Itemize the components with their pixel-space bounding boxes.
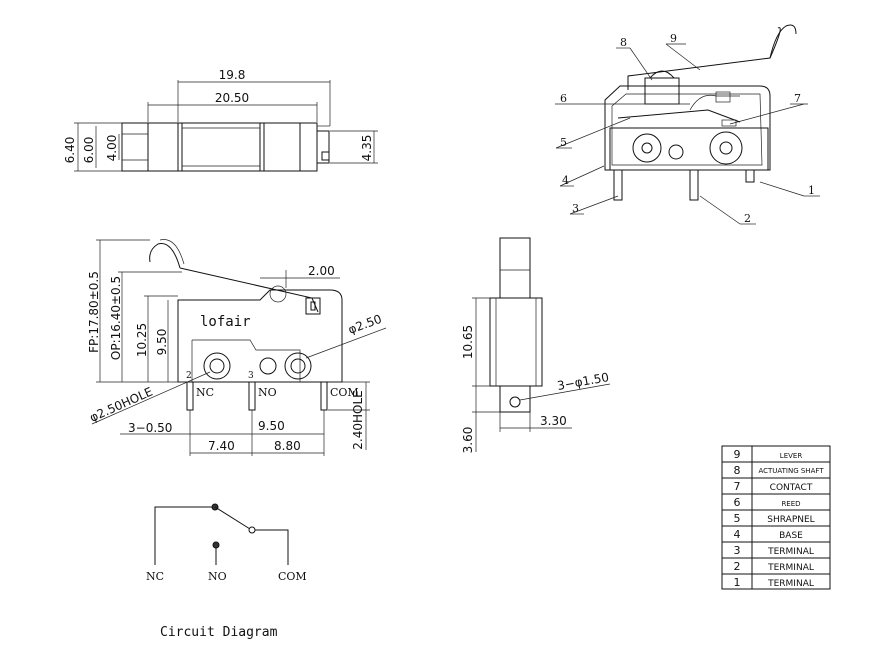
parts-row: 6 REED (734, 496, 801, 509)
callout-4: 4 (562, 174, 569, 187)
pin-label-no: NO (258, 386, 277, 399)
part-num: 3 (734, 544, 741, 557)
part-num: 4 (734, 528, 741, 541)
part-num: 7 (734, 480, 741, 493)
part-name: LEVER (780, 452, 803, 460)
parts-row: 7 CONTACT (734, 480, 813, 493)
dim-2-40-hole: 2.40HOLE (351, 390, 365, 449)
callout-2: 2 (744, 212, 751, 225)
dim-fp: FP:17.80±0.5 (87, 271, 101, 353)
part-name: SHRAPNEL (767, 515, 814, 525)
part-name: REED (781, 500, 800, 508)
dim-6-00: 6.00 (82, 137, 96, 164)
callout-8: 8 (620, 36, 627, 49)
part-name: TERMINAL (767, 563, 814, 573)
dim-phi-2-50: φ2.50 (346, 312, 383, 337)
pin-num-3: 3 (248, 371, 254, 381)
part-num: 2 (734, 560, 741, 573)
callout-5: 5 (560, 136, 567, 149)
circuit-diagram: NC NO COM Circuit Diagram (146, 503, 307, 640)
pin-num-2: 2 (186, 371, 192, 381)
callout-6: 6 (560, 92, 567, 105)
part-num: 8 (734, 464, 741, 477)
exploded-view: 8 9 6 7 5 4 3 2 1 (555, 24, 820, 225)
part-num: 5 (734, 512, 741, 525)
circuit-caption: Circuit Diagram (160, 625, 278, 640)
dim-9-50-v: 9.50 (155, 329, 169, 356)
parts-row: 8 ACTUATING SHAFT (734, 464, 825, 477)
parts-row: 4 BASE (734, 528, 804, 541)
part-name: TERMINAL (767, 579, 814, 589)
dim-19-8: 19.8 (219, 68, 246, 82)
part-name: ACTUATING SHAFT (758, 467, 824, 475)
dim-2-00: 2.00 (308, 264, 335, 278)
top-view: 19.8 20.50 6.40 6.00 4.00 4.35 (63, 68, 378, 172)
circuit-label-com: COM (278, 570, 307, 583)
circuit-label-nc: NC (146, 570, 164, 583)
dim-6-40: 6.40 (63, 137, 77, 164)
part-name: CONTACT (770, 483, 813, 493)
pin-label-com: COM (330, 386, 359, 399)
dim-3-0-50: 3−0.50 (128, 421, 172, 435)
dim-4-00: 4.00 (105, 135, 119, 162)
switch-blade (214, 506, 251, 530)
front-view: lofair NC NO COM 2 3 FP:17.80±0.5 OP:16.… (87, 239, 387, 456)
no-contact-dot (212, 541, 220, 549)
part-num: 9 (734, 448, 741, 461)
dim-9-50-h: 9.50 (258, 419, 285, 433)
pin-label-nc: NC (196, 386, 214, 399)
side-view: 10.65 3.60 3.30 3−φ1.50 (461, 237, 611, 454)
circuit-label-no: NO (208, 570, 227, 583)
part-name: BASE (779, 531, 803, 541)
brand-label: lofair (200, 314, 251, 330)
callout-3: 3 (572, 202, 579, 215)
callout-9: 9 (670, 32, 677, 45)
part-num: 6 (734, 496, 741, 509)
parts-row: 2 TERMINAL (734, 560, 814, 573)
dim-8-80: 8.80 (274, 439, 301, 453)
dim-10-65: 10.65 (461, 325, 475, 359)
dim-7-40: 7.40 (208, 439, 235, 453)
parts-row: 3 TERMINAL (734, 544, 814, 557)
dim-20-50: 20.50 (215, 91, 249, 105)
dim-op: OP:16.40±0.5 (109, 276, 123, 360)
parts-row: 5 SHRAPNEL (734, 512, 815, 525)
dim-4-35: 4.35 (360, 135, 374, 162)
dim-10-25: 10.25 (135, 323, 149, 357)
parts-row: 1 TERMINAL (734, 576, 814, 589)
part-num: 1 (734, 576, 741, 589)
dim-3-30: 3.30 (540, 414, 567, 428)
dim-phi-hole: φ2.50HOLE (88, 385, 155, 425)
callout-1: 1 (808, 184, 815, 197)
dim-3-60: 3.60 (461, 427, 475, 454)
dim-3-phi-1-50: 3−φ1.50 (556, 370, 610, 393)
parts-row: 9 LEVER (734, 448, 803, 461)
callout-7: 7 (794, 92, 801, 105)
top-view-body (121, 122, 318, 172)
front-view-body (177, 289, 343, 383)
part-name: TERMINAL (767, 547, 814, 557)
parts-table: 9 LEVER 8 ACTUATING SHAFT 7 CONTACT 6 RE… (721, 445, 831, 590)
